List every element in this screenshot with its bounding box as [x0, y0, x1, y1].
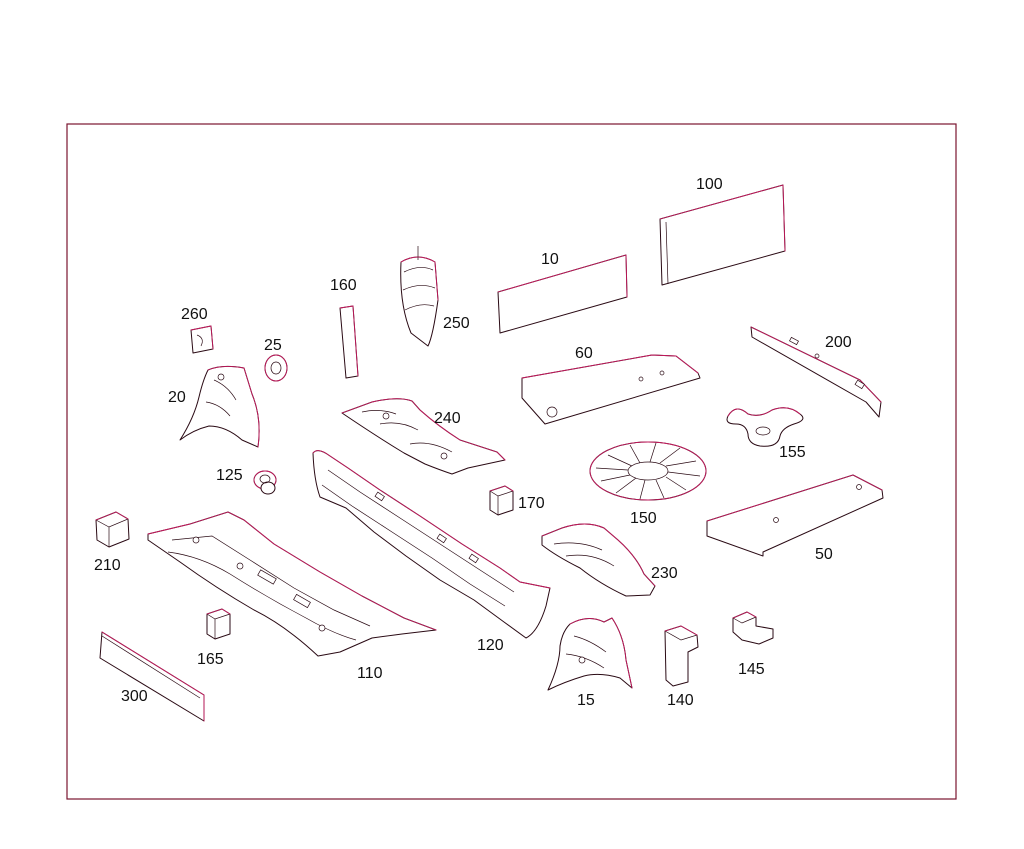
part-210[interactable]: 210: [94, 511, 130, 574]
callout-60: 60: [575, 345, 593, 362]
callout-200: 200: [825, 334, 852, 351]
callout-140: 140: [667, 692, 694, 709]
part-140[interactable]: 140: [664, 625, 699, 709]
part-200[interactable]: 200: [750, 326, 882, 418]
callout-100: 100: [696, 176, 723, 193]
callout-160: 160: [330, 277, 357, 294]
callout-125: 125: [216, 467, 243, 484]
callout-10: 10: [541, 251, 559, 268]
callout-250: 250: [443, 315, 470, 332]
part-260[interactable]: 260: [181, 306, 214, 354]
callout-210: 210: [94, 557, 121, 574]
part-25[interactable]: 25: [264, 337, 288, 382]
part-240[interactable]: 240: [341, 398, 506, 475]
part-125[interactable]: 125: [216, 467, 277, 495]
callout-25: 25: [264, 337, 282, 354]
callout-155: 155: [779, 444, 806, 461]
part-10[interactable]: 10: [497, 251, 628, 334]
callout-50: 50: [815, 546, 833, 563]
part-100[interactable]: 100: [659, 176, 786, 286]
part-230[interactable]: 230: [541, 523, 678, 597]
callout-300: 300: [121, 688, 148, 705]
part-300[interactable]: 300: [99, 631, 205, 722]
part-165[interactable]: 165: [197, 608, 231, 668]
callout-260: 260: [181, 306, 208, 323]
callout-20: 20: [168, 389, 186, 406]
part-20[interactable]: 20: [168, 365, 260, 448]
callout-15: 15: [577, 692, 595, 709]
part-60[interactable]: 60: [521, 345, 701, 425]
part-120[interactable]: 120: [312, 450, 551, 654]
part-250[interactable]: 250: [400, 246, 470, 347]
callout-230: 230: [651, 565, 678, 582]
callout-240: 240: [434, 410, 461, 427]
callout-110: 110: [357, 665, 383, 682]
part-50[interactable]: 50: [706, 474, 884, 563]
callout-150: 150: [630, 510, 657, 527]
part-15[interactable]: 15: [547, 617, 633, 709]
part-145[interactable]: 145: [732, 611, 774, 678]
part-155[interactable]: 155: [726, 407, 806, 461]
diagram-frame: [66, 123, 957, 800]
part-110[interactable]: 110: [147, 511, 437, 682]
part-160[interactable]: 160: [330, 277, 359, 379]
part-170[interactable]: 170: [489, 485, 545, 516]
callout-145: 145: [738, 661, 765, 678]
callout-165: 165: [197, 651, 224, 668]
part-150[interactable]: 150: [589, 441, 707, 527]
callout-120: 120: [477, 637, 504, 654]
callout-170: 170: [518, 495, 545, 512]
